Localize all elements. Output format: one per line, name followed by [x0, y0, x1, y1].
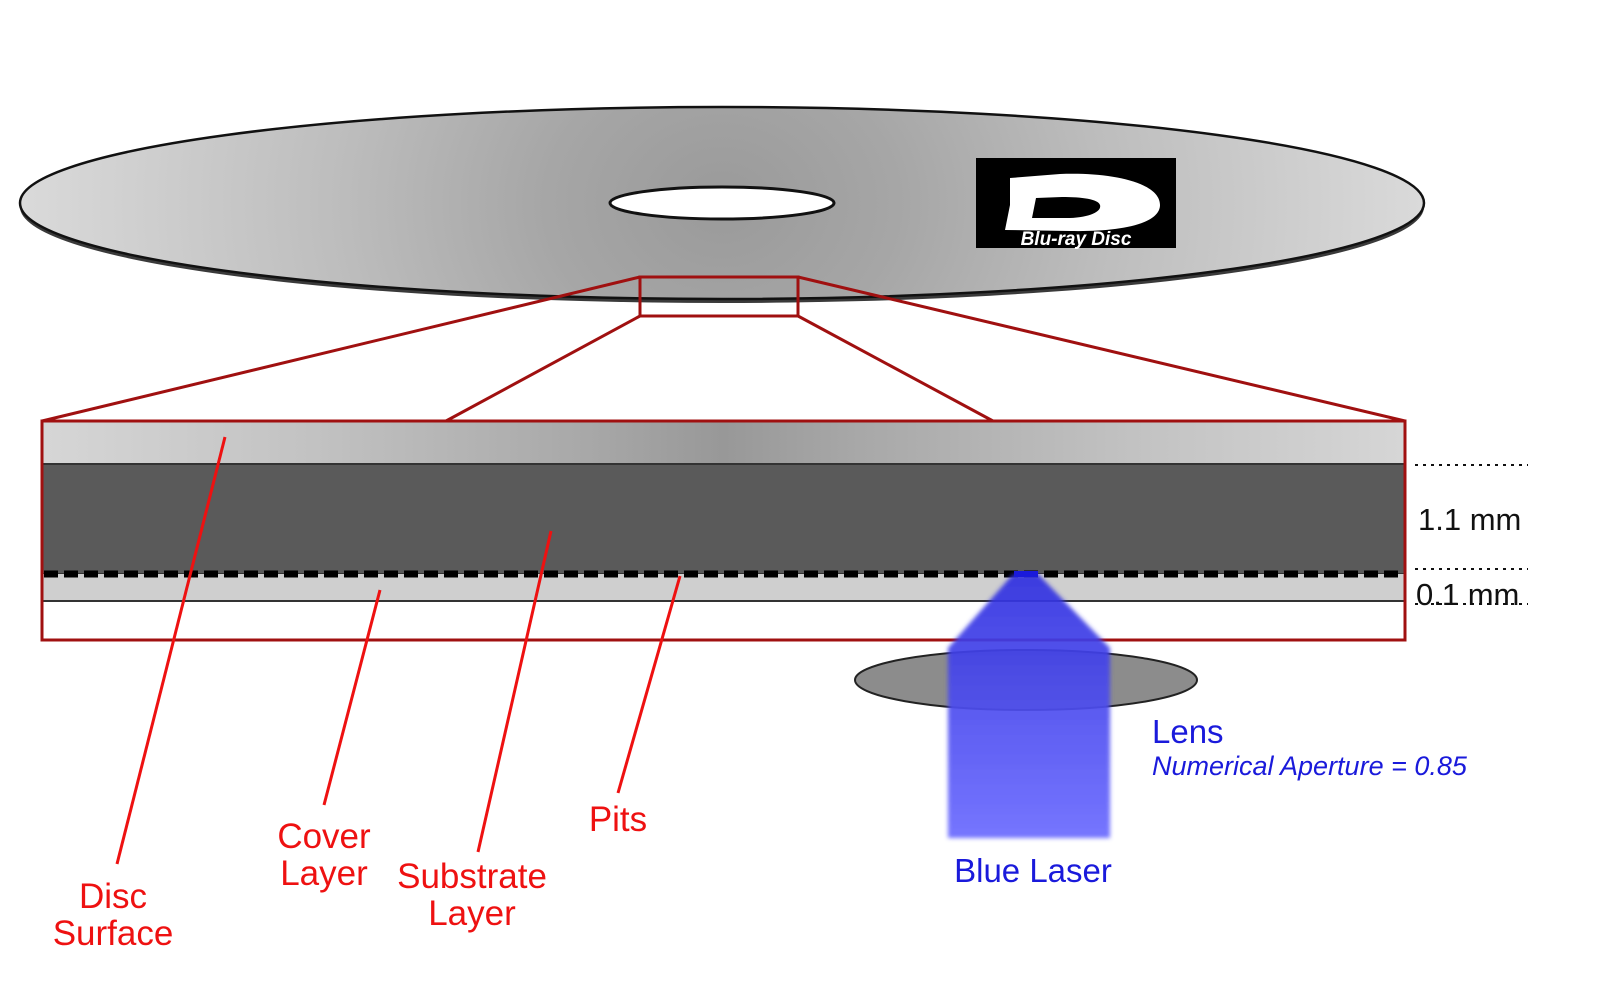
disc	[18, 105, 1426, 303]
label-disc-surface-line2: Surface	[53, 914, 174, 953]
zoom-callout	[41, 275, 1406, 423]
label-cover-layer-line2: Layer	[280, 854, 368, 893]
label-numerical-aperture: Numerical Aperture = 0.85	[1152, 751, 1468, 781]
label-substrate-layer-line1: Substrate	[397, 857, 547, 896]
bluray-logo: Blu-ray Disc	[976, 158, 1176, 250]
laser-focus-spot	[1014, 571, 1038, 577]
blue-laser-beam	[948, 574, 1110, 838]
label-blue-laser: Blue Laser	[954, 852, 1112, 889]
bluray-logo-text: Blu-ray Disc	[1021, 229, 1132, 250]
leader-substrate-layer	[476, 530, 553, 853]
label-pits: Pits	[589, 800, 647, 839]
callout-leaders	[115, 436, 682, 865]
zoom-source-box	[638, 275, 800, 318]
label-substrate-layer-line2: Layer	[428, 894, 516, 933]
label-cover-layer-line1: Cover	[277, 817, 371, 856]
substrate-thickness-label: 1.1 mm	[1418, 502, 1521, 537]
cross-section	[40, 419, 1407, 642]
cover-layer-band	[42, 574, 1405, 601]
leader-cover-layer	[322, 589, 382, 806]
zoomed-section-box	[40, 419, 1407, 642]
label-lens: Lens	[1152, 713, 1224, 750]
disc-hole	[608, 185, 836, 221]
bluray-b-mark-icon	[1005, 173, 1160, 232]
disc-surface-band	[42, 421, 1405, 464]
leader-pits	[616, 575, 682, 794]
leader-disc-surface	[115, 436, 227, 865]
dimension-guides	[1415, 464, 1528, 605]
cover-thickness-label: 0.1 mm	[1416, 577, 1519, 612]
substrate-layer-band	[41, 463, 1406, 575]
label-disc-surface-line1: Disc	[79, 877, 147, 916]
